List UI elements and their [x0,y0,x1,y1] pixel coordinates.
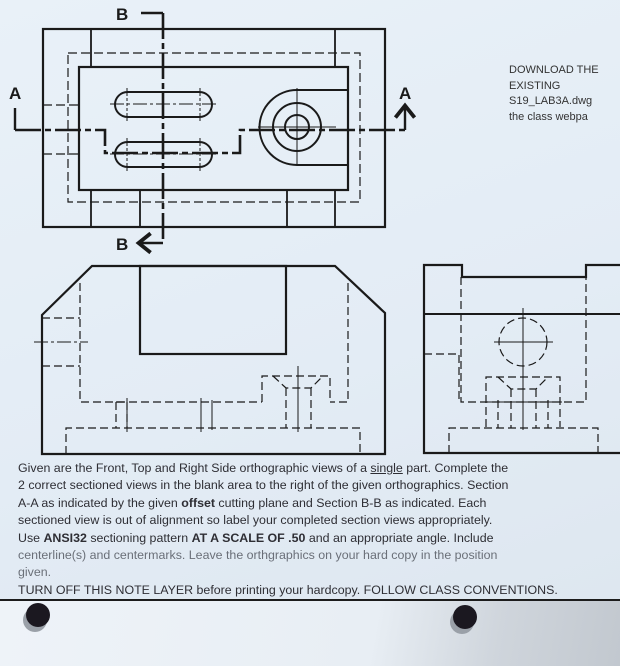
download-note: DOWNLOAD THE EXISTING S19_LAB3A.dwg the … [509,63,620,125]
instruction-line: Given are the Front, Top and Right Side … [18,460,620,477]
punch-hole-left [26,603,50,627]
emphasis-single: single [370,461,403,475]
orthographic-drawing: B B A A [9,5,620,456]
text: and an appropriate angle. Include [305,530,494,545]
section-label-a-right: A [399,84,411,103]
right-side-view [422,263,620,455]
text: part. Complete the [402,461,509,475]
note-line: S19_LAB3A.dwg [509,95,593,107]
text: sectioning pattern [86,530,192,545]
emphasis-scale: AT A SCALE OF .50 [191,530,306,545]
instructions-text: Given are the Front, Top and Right Side … [18,460,620,599]
section-label-a-left: A [9,84,21,103]
top-view [13,11,405,243]
instruction-line: Use ANSI32 sectioning pattern AT A SCALE… [18,530,620,547]
text: cutting plane and Section B-B as indicat… [214,495,487,510]
text: A-A as indicated by the given [18,495,182,510]
instruction-line: sectioned view is out of alignment so la… [18,513,493,528]
instruction-line: given. [18,565,52,580]
front-view [34,264,387,456]
section-label-b-bottom: B [116,235,128,254]
instruction-line: centerline(s) and centermarks. Leave the… [18,548,498,563]
emphasis-offset: offset [181,495,215,510]
section-label-b-top: B [116,5,128,24]
page-bottom-margin [0,599,620,666]
punch-hole-right [453,605,477,629]
instruction-line: TURN OFF THIS NOTE LAYER before printing… [18,582,558,597]
cutting-plane-a [15,128,405,155]
note-line: EXISTING [509,79,561,92]
emphasis-ansi32: ANSI32 [43,530,87,545]
instruction-line: 2 correct sectioned views in the blank a… [18,478,509,493]
note-line: DOWNLOAD THE [509,64,599,76]
text: Given are the Front, Top and Right Side … [18,461,371,475]
note-line: the class webpa [509,110,588,123]
text: Use [18,530,44,545]
instruction-line: A-A as indicated by the given offset cut… [18,495,620,512]
